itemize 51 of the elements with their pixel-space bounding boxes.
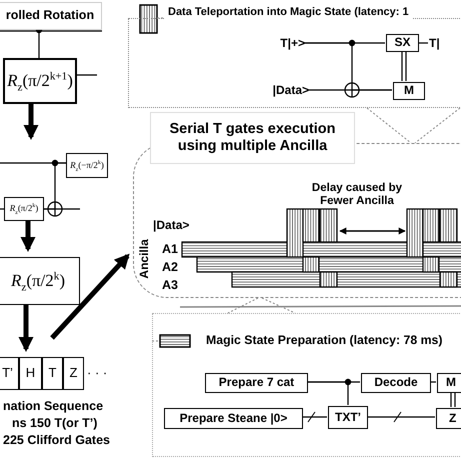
caption-text: ns 150 T(or T’) (12, 416, 98, 430)
rotation-gate: R$_{z}$(π/2$^{k}$) (4, 197, 44, 221)
qubit-wire (302, 416, 327, 418)
zoom-guide-line (414, 108, 460, 144)
block-arrow (24, 104, 38, 140)
qubit-label: |Data> (256, 83, 309, 99)
qubit-wire (418, 42, 428, 44)
rotation-gate: R$_{z}$(π/2$^{k+1}$) (3, 58, 77, 104)
gate-cell: Z (63, 357, 84, 390)
title-box: rolled Rotation (0, 2, 102, 30)
block-arrow (18, 305, 34, 352)
zoom-guide-line (228, 298, 258, 314)
process-box: Prepare 7 cat (205, 373, 308, 393)
title-box: Serial T gates execution using multiple Ancilla (150, 112, 355, 164)
zoom-guide-line (262, 298, 296, 314)
gate-cell: T’ (0, 357, 19, 390)
process-box: Prepare Steane |0> (164, 408, 303, 429)
axis-label: Ancilla (138, 239, 152, 279)
block-arrow (20, 221, 36, 252)
qubit-wire (44, 162, 66, 210)
gate-cell: T (42, 357, 63, 390)
rotation-gate: R$_{z}$(π/2$^{k}$) (0, 257, 80, 305)
qubit-wire (77, 74, 97, 76)
qubit-wire (307, 381, 349, 405)
gate-box: Z (436, 408, 461, 429)
process-box: Decode (361, 373, 431, 393)
qubit-label: |Data> (153, 219, 190, 233)
qubit-label: A1 (162, 242, 178, 256)
ellipsis: · · · (87, 366, 108, 381)
qubit-label: A2 (162, 260, 178, 274)
gate-box: M (393, 82, 425, 100)
qubit-wire (367, 416, 435, 418)
gate-box: M (437, 373, 461, 393)
qubit-wire (304, 42, 392, 98)
qubit-label: A3 (162, 278, 178, 292)
annotation-text: Delay caused by Fewer Ancilla (310, 182, 404, 208)
caption-text: 225 Clifford Gates (3, 433, 110, 448)
gate-cell: H (19, 357, 42, 390)
rotation-gate: R$_{z}$(−π/2$^{k}$) (66, 153, 108, 178)
panel-heading: Data Teleportation into Magic State (latency: 1 (165, 6, 412, 19)
zoom-guide-line (366, 108, 412, 144)
classical-wire (450, 391, 456, 408)
block-arrow (50, 254, 130, 340)
qubit-label: T| (429, 36, 461, 52)
gate-box: SX (386, 34, 419, 52)
classical-wire (401, 50, 407, 82)
panel (152, 313, 461, 457)
qubit-label: T|+> (267, 36, 305, 52)
caption-text: nation Sequence (3, 399, 104, 414)
gate-box: TXT’ (328, 406, 368, 429)
qubit-wire (0, 208, 4, 210)
